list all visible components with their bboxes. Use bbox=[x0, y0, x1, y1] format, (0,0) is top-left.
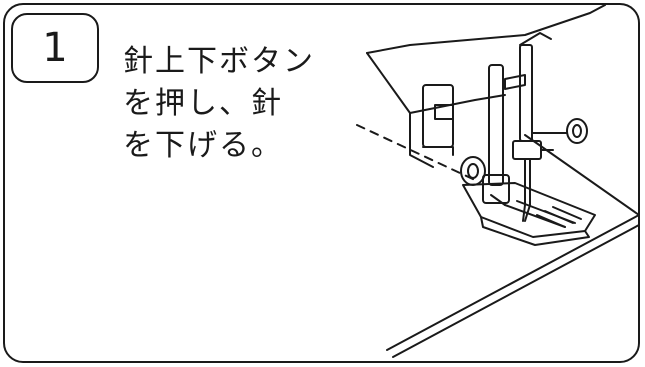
machine-head-outline bbox=[366, 5, 606, 54]
needle-bar-housing bbox=[422, 84, 454, 148]
instruction-line-3: を下げる。 bbox=[123, 128, 283, 163]
needle-bar bbox=[519, 44, 533, 142]
step-panel: 1 針上下ボタン を押し、針 を下げる。 bbox=[3, 3, 640, 363]
needle-bar-collar bbox=[504, 74, 526, 90]
fabric-top-edge bbox=[386, 214, 638, 351]
instruction-text: 針上下ボタン を押し、針 を下げる。 bbox=[123, 41, 353, 167]
instruction-line-2: を押し、針 bbox=[123, 86, 283, 121]
needle-clamp-block bbox=[434, 104, 454, 120]
step-number-badge: 1 bbox=[11, 13, 99, 83]
foot-holder bbox=[482, 174, 510, 204]
fabric-top-edge-inner bbox=[392, 224, 638, 358]
instruction-line-1: 針上下ボタン bbox=[123, 44, 315, 79]
needle-bar-top bbox=[519, 32, 552, 46]
step-number: 1 bbox=[42, 25, 68, 71]
feed-dog bbox=[536, 206, 582, 228]
sewing-machine-illustration bbox=[356, 5, 638, 358]
thumb-screw-knob bbox=[566, 118, 588, 144]
foot-holder-screw bbox=[460, 156, 486, 186]
housing-shadow bbox=[422, 146, 454, 156]
fabric-back-edge bbox=[524, 134, 638, 216]
machine-head-front bbox=[366, 52, 434, 168]
presser-bar bbox=[488, 64, 504, 186]
needle-guide-dashed-line bbox=[356, 124, 476, 181]
machine-head-underside bbox=[409, 94, 506, 114]
